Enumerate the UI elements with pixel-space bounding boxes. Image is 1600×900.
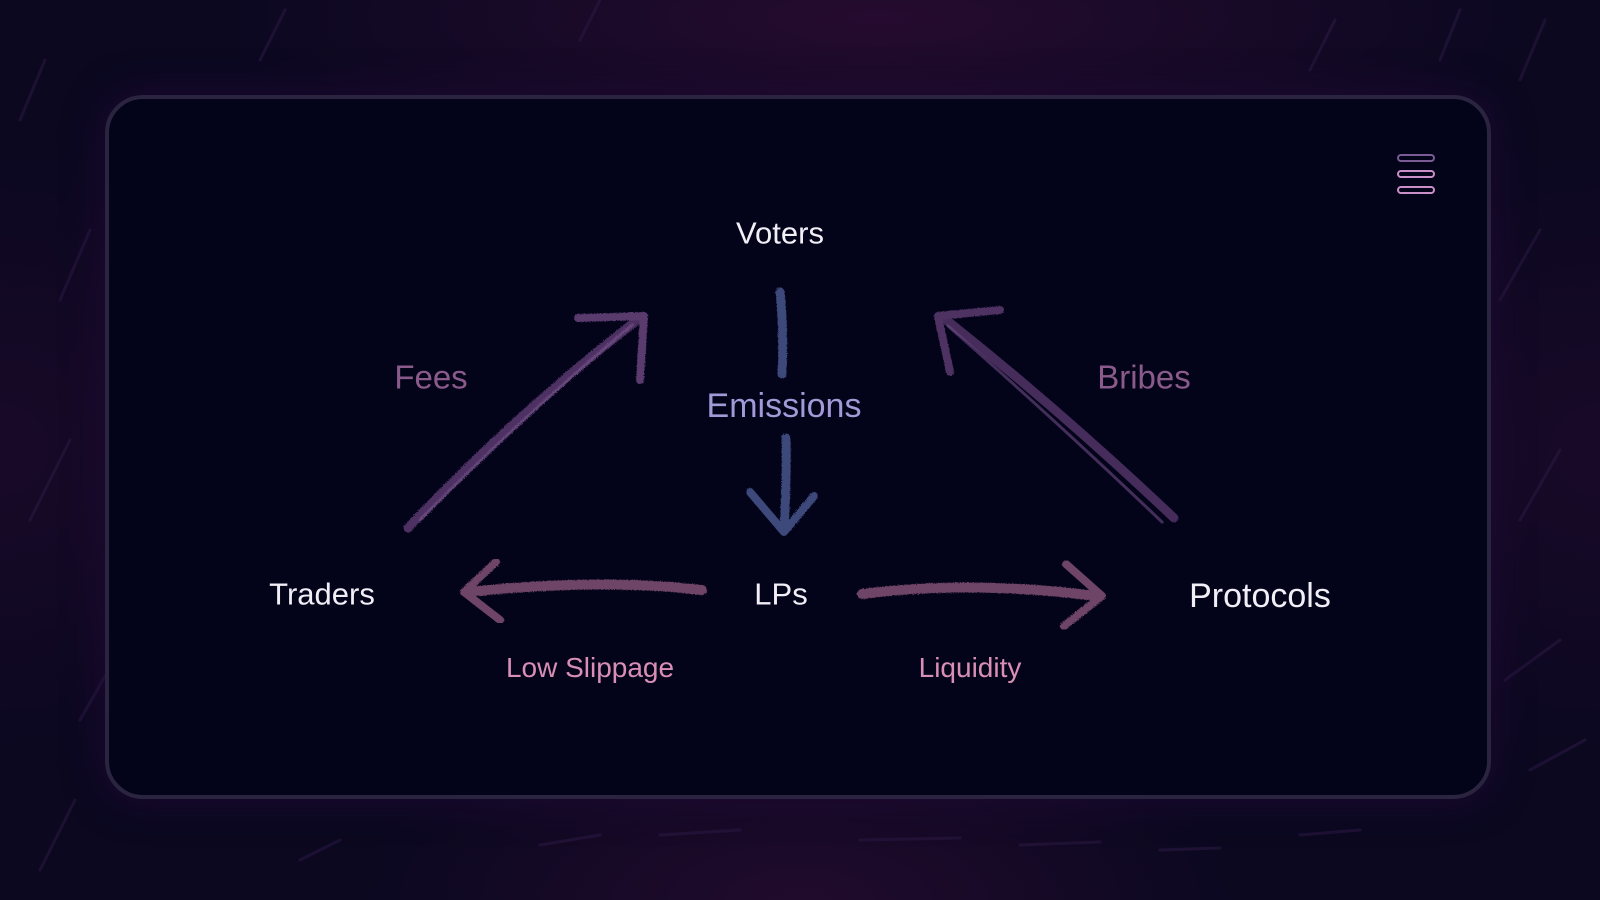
menu-bar-icon [1397, 154, 1435, 162]
diagram-card [105, 95, 1491, 799]
node-voters: Voters [736, 215, 824, 251]
flow-label-liquidity: Liquidity [918, 652, 1022, 683]
hamburger-menu-button[interactable] [1393, 150, 1441, 198]
bribes-arrow [934, 306, 1179, 524]
liquidity-arrow [857, 560, 1106, 630]
flow-label-fees: Fees [394, 358, 468, 396]
menu-bar-icon [1397, 186, 1435, 194]
node-lps: LPs [754, 576, 808, 612]
menu-bar-icon [1397, 170, 1435, 178]
flow-label-bribes: Bribes [1097, 358, 1191, 396]
flow-label-low-slippage: Low Slippage [505, 652, 675, 683]
flow-label-emissions: Emissions [706, 387, 862, 425]
node-protocols: Protocols [1189, 577, 1331, 615]
low-slippage-arrow [460, 558, 707, 624]
emissions-arrow [746, 287, 818, 536]
fees-arrow [403, 312, 648, 533]
node-traders: Traders [269, 576, 375, 612]
